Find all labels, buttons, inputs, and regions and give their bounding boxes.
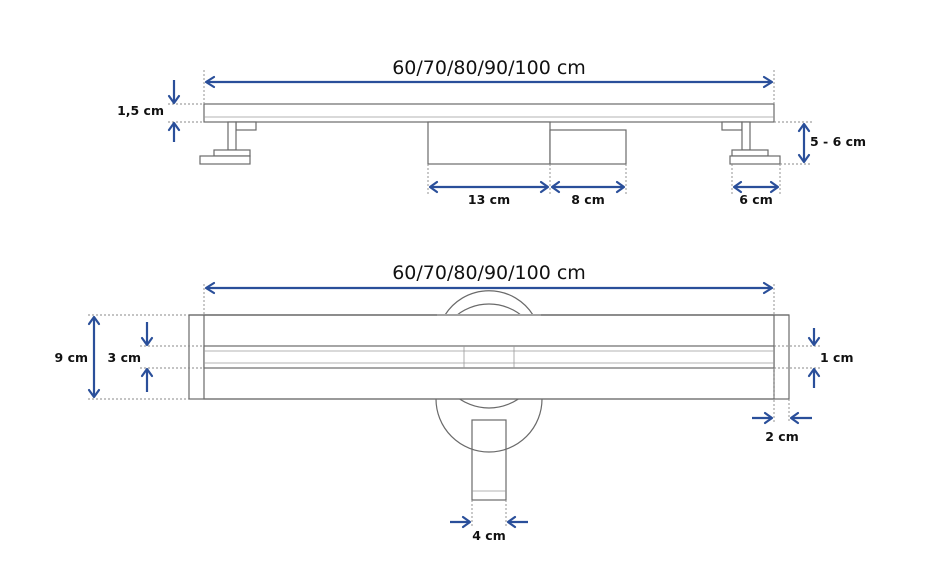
label-top-height: 1,5 cm — [117, 103, 164, 118]
dim-leg-height — [797, 122, 811, 164]
left-leg — [199, 121, 257, 165]
dim-edge-2 — [752, 411, 812, 425]
dim-top-height — [167, 80, 181, 142]
label-slot-1: 1 cm — [820, 350, 853, 365]
label-bottom-length: 60/70/80/90/100 cm — [392, 262, 586, 284]
dim-width-9 — [87, 315, 101, 399]
right-leg — [721, 121, 781, 165]
label-width-3: 3 cm — [108, 350, 141, 365]
dim-bottom-length — [204, 281, 774, 295]
dim-outlet-8 — [550, 180, 626, 194]
drain-channel-side — [203, 103, 775, 123]
dim-top-length — [204, 75, 774, 89]
label-edge-2: 2 cm — [765, 429, 798, 444]
label-leg-height: 5 - 6 cm — [810, 134, 866, 149]
dim-slot-1 — [807, 328, 821, 388]
outlet-pipe-side — [549, 129, 627, 165]
label-pipe-4: 4 cm — [472, 528, 505, 543]
dim-outlet-13 — [428, 180, 550, 194]
drain-slot — [203, 345, 775, 369]
dim-foot-6 — [732, 180, 780, 194]
label-foot-6: 6 cm — [739, 192, 772, 207]
dim-width-3 — [140, 322, 154, 392]
label-outlet-13: 13 cm — [468, 192, 510, 207]
outlet-body-side — [427, 121, 551, 165]
label-width-9: 9 cm — [55, 350, 88, 365]
side-view: 60/70/80/90/100 cm 1,5 cm 5 - 6 cm 13 cm — [117, 57, 866, 207]
label-outlet-8: 8 cm — [571, 192, 604, 207]
label-top-length: 60/70/80/90/100 cm — [392, 57, 586, 79]
dim-pipe-4 — [450, 515, 528, 529]
top-view: 60/70/80/90/100 cm 9 cm 3 cm 1 cm — [55, 262, 854, 543]
outlet-pipe-top — [471, 419, 507, 501]
